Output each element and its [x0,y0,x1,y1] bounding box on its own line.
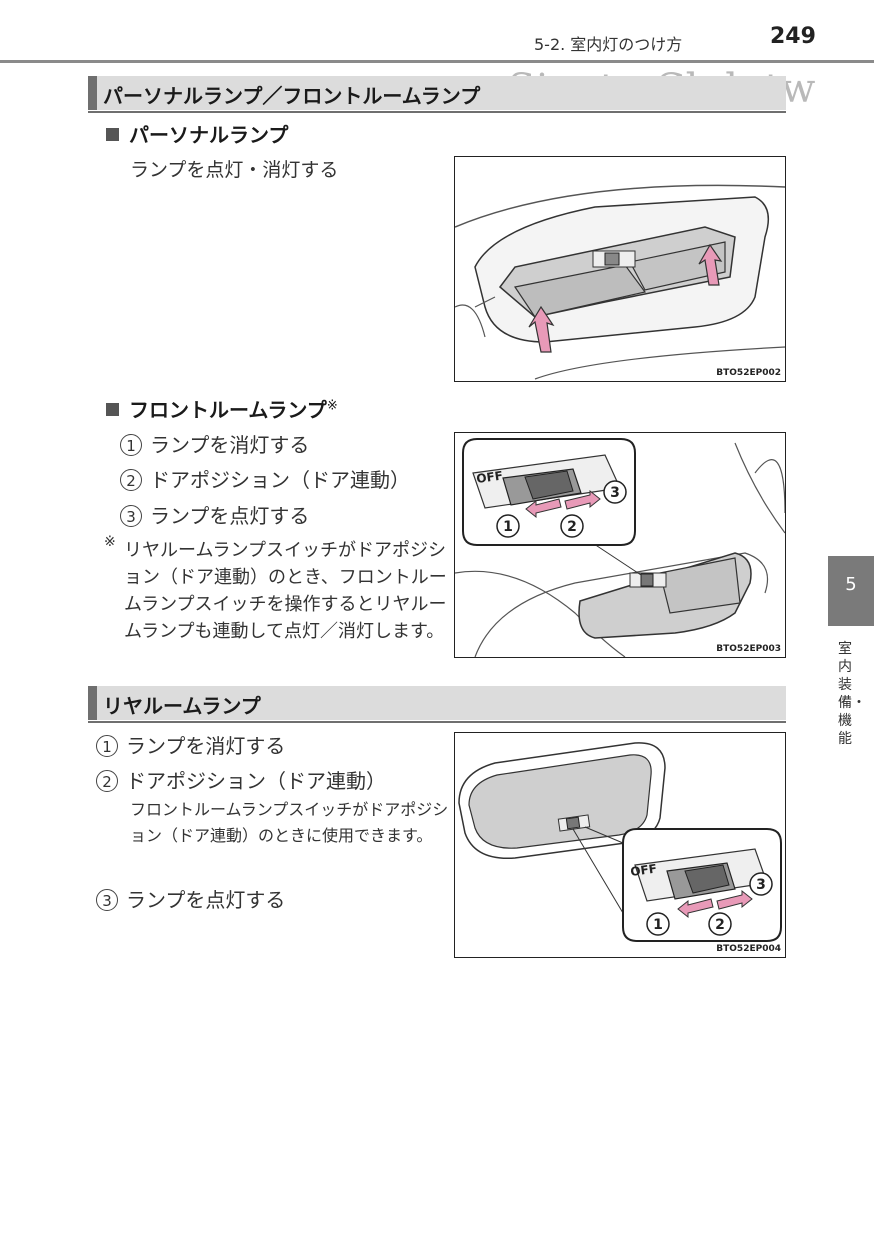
off-label: OFF [475,468,503,486]
off-label: OFF [629,861,657,879]
personal-lamp-illustration: BTO52EP002 [454,156,786,382]
header-section-title: 5-2. 室内灯のつけ方 [534,35,683,54]
front-note: リヤルームランプスイッチがドアポジション（ドア連動）のとき、フロントルームランプ… [124,540,447,642]
square-bullet-icon [106,403,119,416]
switch-num-3: 3 [756,877,766,893]
note-mark: ※ [104,534,116,550]
front-room-lamp-heading: フロントルームランプ※ [106,394,338,423]
image-code: BTO52EP004 [716,944,781,954]
rear-lamp-illustration: OFF 1 2 3 BTO52EP004 [454,732,786,958]
personal-lamp-text: ランプを点灯・消灯する [130,159,339,181]
chapter-label: 室内装備・機能 [838,641,866,747]
image-code: BTO52EP003 [716,644,781,654]
switch-num-1: 1 [653,917,663,933]
header-rule [0,60,874,63]
chapter-tab[interactable]: 5 [828,556,874,626]
front-lamp-svg: OFF 1 2 3 [455,438,785,657]
switch-num-2: 2 [567,519,577,535]
square-bullet-icon [106,128,119,141]
switch-num-2: 2 [715,917,725,933]
section-title-rear: リヤルームランプ [103,694,261,718]
page-number: 249 [770,24,816,49]
image-code: BTO52EP002 [716,368,781,378]
section-bar-front: パーソナルランプ／フロントルームランプ [88,76,786,113]
rear-lamp-svg: OFF 1 2 3 [458,742,782,942]
personal-lamp-heading: パーソナルランプ [106,119,288,148]
front-lamp-illustration: OFF 1 2 3 BTO52EP003 [454,432,786,658]
switch-num-1: 1 [503,519,513,535]
section-bar-rear: リヤルームランプ [88,686,786,723]
rear-item-2-note: フロントルームランプスイッチがドアポジション（ドア連動）のときに使用できます。 [130,800,449,845]
section-title-front: パーソナルランプ／フロントルームランプ [103,84,481,108]
personal-lamp-svg [455,184,785,380]
switch-num-3: 3 [610,485,620,501]
